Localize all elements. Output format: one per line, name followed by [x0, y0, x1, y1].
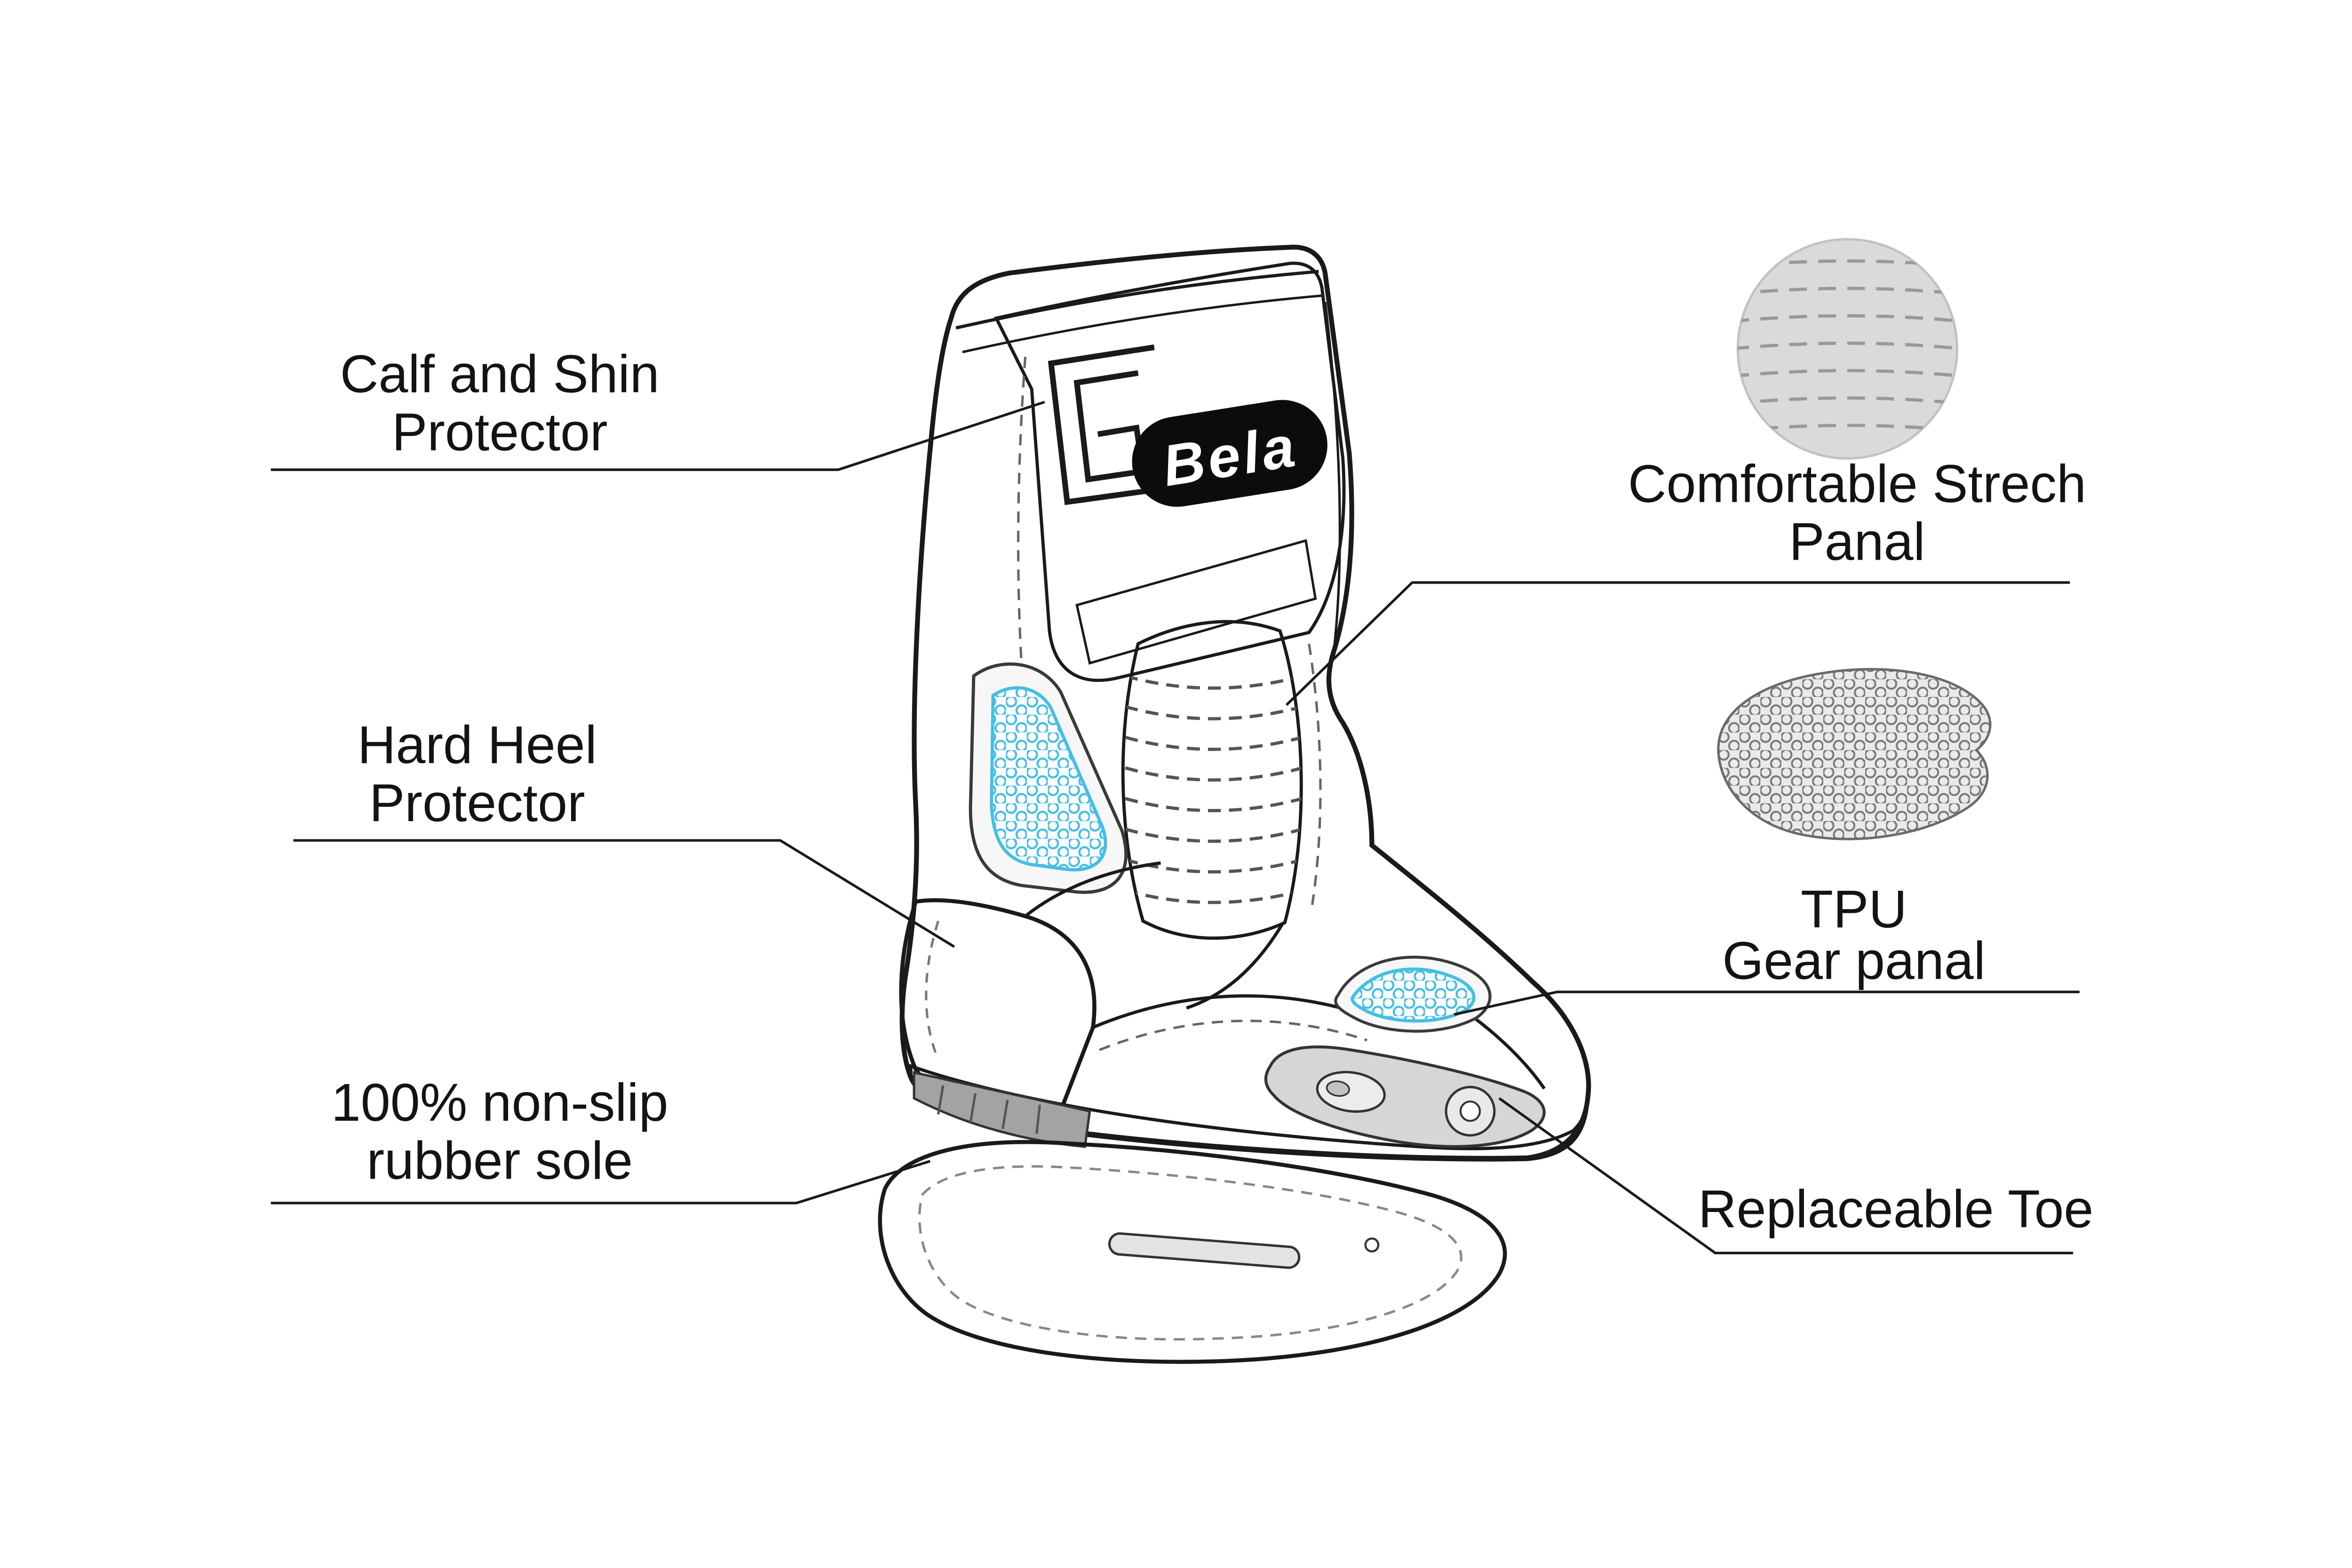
label-replaceable-toe-line1: Replaceable Toe — [1698, 1179, 2093, 1238]
leader-line-calf-shin — [270, 401, 1045, 471]
label-tpu-gear-panel: TPU Gear panal — [1722, 879, 1985, 990]
rubber-sole-illustration — [878, 1140, 1507, 1364]
accordion-ridge-line — [1125, 705, 1302, 721]
label-calf-shin-protector: Calf and Shin Protector — [340, 344, 660, 461]
toe-slider-plate — [1264, 1045, 1546, 1148]
toe-slider-screw-center — [1459, 1101, 1481, 1122]
label-hard-heel-line2: Protector — [369, 773, 585, 832]
toe-vent-patch — [1334, 956, 1492, 1033]
stretch-line — [1738, 341, 1957, 351]
replaceable-toe-slider — [1264, 1045, 1546, 1148]
heel-tread-groove — [1001, 1100, 1009, 1129]
label-calf-shin-line1: Calf and Shin — [340, 344, 660, 404]
label-hard-heel-line1: Hard Heel — [358, 715, 597, 774]
shin-logo-outer-stroke — [1048, 344, 1161, 506]
bela-logo-background — [1132, 400, 1327, 507]
stretch-line — [1738, 396, 1957, 405]
boot-outline — [899, 245, 1591, 1161]
heel-tread-groove — [969, 1093, 977, 1123]
label-tpu-line2: Gear panal — [1722, 931, 1985, 990]
rubber-sole-outline — [878, 1140, 1507, 1364]
label-tpu-line1: TPU — [1801, 879, 1907, 939]
leader-line-replaceable-toe — [1498, 1097, 2074, 1254]
instep-stitch — [1099, 1020, 1367, 1051]
accordion-ridge-line — [1125, 766, 1302, 782]
shin-plate-band — [1075, 539, 1317, 665]
stretch-line — [1738, 286, 1957, 296]
accordion-ridge-line — [1125, 827, 1302, 843]
tpu-swatch-blob — [1717, 668, 1992, 840]
bela-logo: Bela — [1132, 400, 1327, 507]
label-non-slip-sole-line2: rubber sole — [367, 1131, 633, 1190]
label-hard-heel-protector: Hard Heel Protector — [358, 715, 597, 832]
boot-collar-inner-line — [962, 294, 1322, 354]
shaft-front-seam — [1324, 302, 1341, 657]
heel-ankle-seam — [1024, 861, 1161, 918]
leader-line-tpu-gear-panel — [1454, 990, 2080, 1016]
shin-logo-graphic — [1048, 344, 1161, 506]
ankle-diagonal-seam — [1186, 921, 1285, 1010]
rubber-sole-slot — [1108, 1232, 1301, 1269]
stretch-line — [1738, 369, 1957, 378]
label-stretch-panel-line1: Comfortable Strech — [1628, 454, 2086, 513]
boot-illustration: Bela — [899, 245, 1591, 1162]
rubber-sole-hole — [1364, 1237, 1380, 1253]
label-non-slip-sole: 100% non-slip rubber sole — [331, 1073, 668, 1190]
label-stretch-panel: Comfortable Strech Panal — [1628, 454, 2086, 571]
label-replaceable-toe: Replaceable Toe — [1698, 1179, 2093, 1238]
heel-stitch-line — [925, 920, 939, 1061]
accordion-ridges — [1125, 674, 1302, 904]
accordion-ridge-line — [1125, 674, 1302, 690]
calf-vent-patch — [969, 662, 1128, 894]
leader-line-rubber-sole — [270, 1160, 931, 1204]
heel-tread-block — [913, 1071, 1091, 1148]
accordion-ridge-line — [1125, 797, 1302, 812]
accordion-ridge-line — [1125, 736, 1302, 751]
calf-shin-protector-plate — [993, 261, 1346, 682]
stretch-panel-swatch-icon — [1736, 238, 1958, 460]
tpu-gear-panel-swatch-icon — [1717, 668, 1992, 840]
heel-tread-groove — [937, 1085, 945, 1115]
stretch-line — [1738, 314, 1957, 323]
label-non-slip-sole-line1: 100% non-slip — [331, 1073, 668, 1132]
heel-tread-shape — [913, 1071, 1091, 1148]
shin-logo-inner-stroke — [1073, 370, 1146, 483]
leader-line-hard-heel — [293, 839, 955, 948]
stretch-accordion-panel — [1121, 620, 1303, 940]
shaft-stitch-seam — [1017, 356, 1049, 867]
accordion-ridge-line — [1125, 888, 1302, 904]
calf-vent-patch-mesh — [990, 686, 1107, 871]
leader-line-stretch-panel — [1285, 581, 2070, 706]
heel-tread-groove — [1035, 1104, 1041, 1134]
rubber-sole-stitch-outline — [918, 1165, 1462, 1341]
label-calf-shin-line2: Protector — [392, 403, 608, 462]
instep-seam — [1092, 994, 1374, 1029]
label-stretch-panel-line2: Panal — [1789, 512, 1925, 571]
toe-vent-patch-mesh — [1351, 967, 1476, 1023]
toe-slider-port-inner — [1326, 1080, 1350, 1097]
